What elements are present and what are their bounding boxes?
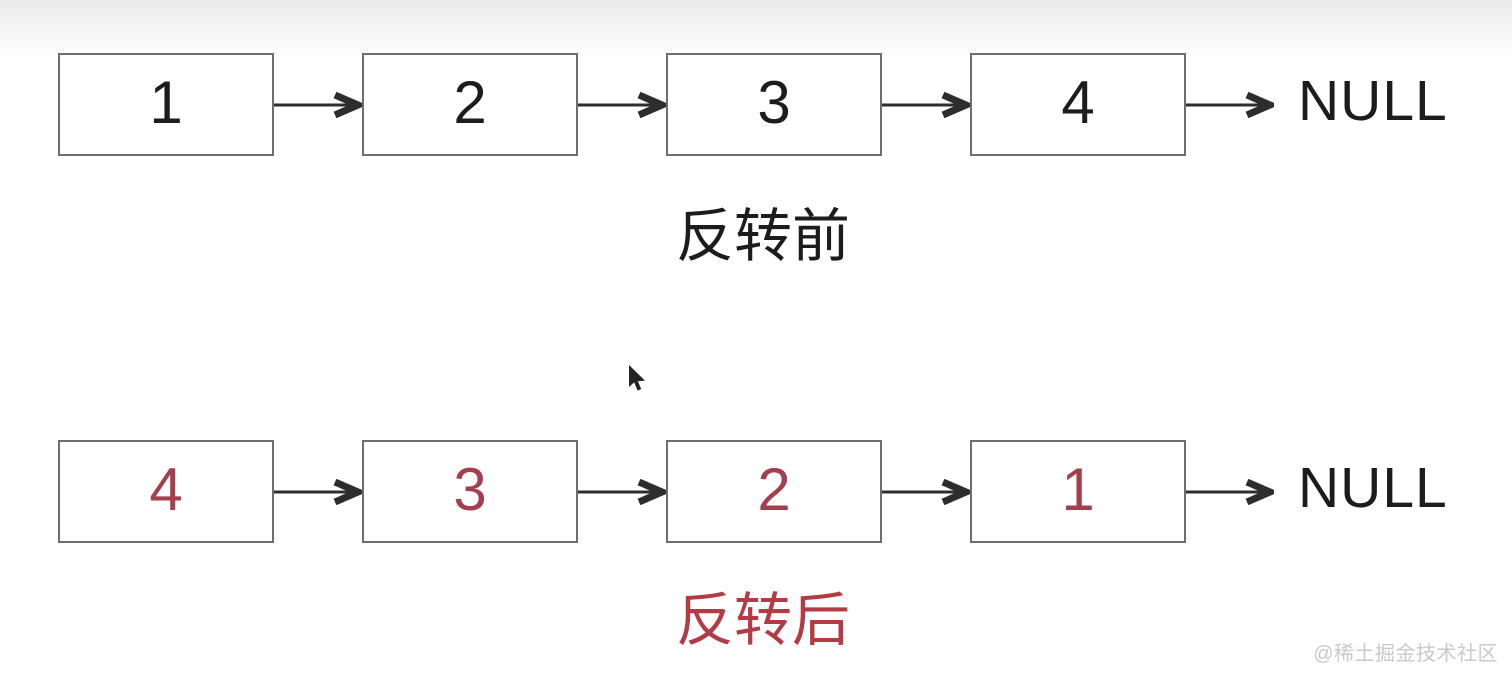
next-pointer-arrow-icon xyxy=(274,440,362,543)
node-value: 4 xyxy=(149,455,183,523)
next-pointer-arrow-icon xyxy=(274,53,362,156)
list-after: 4 3 2 1 NULL xyxy=(58,440,1448,543)
null-terminal: NULL xyxy=(1298,456,1448,520)
next-pointer-arrow-icon xyxy=(1186,440,1274,543)
list-node: 4 xyxy=(58,440,274,543)
node-value: 3 xyxy=(757,68,791,136)
list-node: 3 xyxy=(362,440,578,543)
label-after-reversal: 反转后 xyxy=(675,588,851,653)
list-node: 3 xyxy=(666,53,882,156)
node-value: 1 xyxy=(149,68,183,136)
node-value: 4 xyxy=(1061,68,1095,136)
node-value: 3 xyxy=(453,455,487,523)
mouse-cursor-icon xyxy=(627,364,648,400)
list-node: 1 xyxy=(58,53,274,156)
next-pointer-arrow-icon xyxy=(882,53,970,156)
next-pointer-arrow-icon xyxy=(882,440,970,543)
list-node: 1 xyxy=(970,440,1186,543)
node-value: 1 xyxy=(1061,455,1095,523)
next-pointer-arrow-icon xyxy=(578,53,666,156)
node-value: 2 xyxy=(757,455,791,523)
watermark: @稀土掘金技术社区 xyxy=(1313,643,1498,665)
list-node: 2 xyxy=(666,440,882,543)
list-node: 4 xyxy=(970,53,1186,156)
node-value: 2 xyxy=(453,68,487,136)
next-pointer-arrow-icon xyxy=(578,440,666,543)
null-terminal: NULL xyxy=(1298,69,1448,133)
label-before-reversal: 反转前 xyxy=(675,204,851,269)
list-before: 1 2 3 4 NULL xyxy=(58,53,1448,156)
next-pointer-arrow-icon xyxy=(1186,53,1274,156)
list-node: 2 xyxy=(362,53,578,156)
